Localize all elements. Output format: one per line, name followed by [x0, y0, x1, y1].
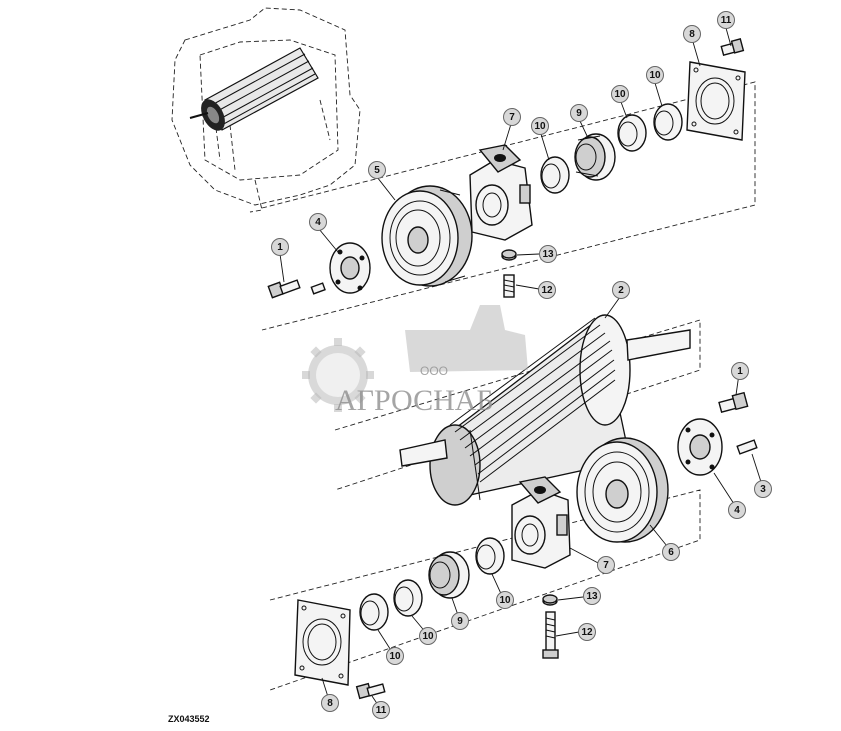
seal-part-10-upper-c — [540, 156, 570, 194]
callout-number: 2 — [618, 285, 624, 296]
callout-3: 3 — [754, 480, 772, 498]
callout-12: 12 — [578, 623, 596, 641]
bolt-part-12-upper — [503, 274, 515, 298]
callout-number: 1 — [277, 242, 283, 253]
seal-part-10-lower-a — [475, 537, 505, 575]
seal-part-10-lower-b — [393, 579, 423, 617]
callout-number: 7 — [603, 560, 609, 571]
callout-number: 11 — [721, 15, 732, 26]
bearing-part-9-upper — [574, 133, 616, 181]
callout-number: 4 — [315, 217, 321, 228]
watermark-company: АГРОСНАБ — [335, 384, 494, 417]
callout-number: 10 — [649, 70, 661, 81]
callout-13: 13 — [583, 587, 601, 605]
callout-12: 12 — [538, 281, 556, 299]
pulley-part-6 — [576, 437, 669, 543]
callout-8: 8 — [683, 25, 701, 43]
callout-8: 8 — [321, 694, 339, 712]
callout-10: 10 — [386, 647, 404, 665]
assembly-boundaries — [261, 81, 756, 691]
roller-part-2 — [399, 314, 691, 506]
callout-13: 13 — [539, 245, 557, 263]
hub-part-4-lower — [677, 418, 723, 476]
hub-part-4-upper — [329, 242, 371, 294]
bearing-housing-part-7-upper — [469, 144, 533, 241]
callout-5: 5 — [368, 161, 386, 179]
bolt-part-12-lower — [542, 611, 559, 659]
callout-11: 11 — [717, 11, 735, 29]
callout-1: 1 — [271, 238, 289, 256]
callout-number: 10 — [422, 631, 434, 642]
callout-number: 13 — [586, 591, 598, 602]
callout-number: 13 — [542, 249, 554, 260]
callout-number: 12 — [541, 285, 553, 296]
callout-4: 4 — [309, 213, 327, 231]
callout-number: 7 — [509, 112, 515, 123]
callout-number: 10 — [614, 89, 626, 100]
seal-part-10-upper-b — [617, 114, 647, 152]
callout-2: 2 — [612, 281, 630, 299]
bearing-housing-part-7-lower — [511, 476, 571, 569]
callout-11: 11 — [372, 701, 390, 719]
plate-part-8-lower — [294, 599, 351, 686]
callout-number: 6 — [668, 547, 674, 558]
callout-number: 9 — [457, 616, 463, 627]
callout-number: 10 — [499, 595, 511, 606]
bolt-part-11-lower — [355, 682, 386, 700]
callout-number: 8 — [327, 698, 333, 709]
callout-4: 4 — [728, 501, 746, 519]
callout-number: 10 — [389, 651, 401, 662]
pulley-part-5-upper — [381, 185, 473, 287]
callout-number: 12 — [581, 627, 593, 638]
callout-number: 11 — [376, 705, 387, 716]
callout-6: 6 — [662, 543, 680, 561]
callout-number: 9 — [576, 108, 582, 119]
callout-number: 4 — [734, 505, 740, 516]
callout-10: 10 — [496, 591, 514, 609]
callout-9: 9 — [451, 612, 469, 630]
figure-code: ZX043552 — [168, 714, 210, 724]
callout-number: 3 — [760, 484, 766, 495]
callout-number: 1 — [737, 366, 743, 377]
engine-inset-illustration — [171, 7, 361, 213]
plate-part-8-upper — [686, 61, 746, 141]
washer-part-13-lower — [542, 594, 558, 606]
bearing-part-9-lower — [428, 551, 470, 599]
seal-part-10-lower-c — [359, 593, 389, 631]
bolt-part-11-upper — [720, 38, 745, 57]
pin-part-3 — [736, 439, 758, 455]
callout-10: 10 — [419, 627, 437, 645]
callout-9: 9 — [570, 104, 588, 122]
callout-10: 10 — [646, 66, 664, 84]
callout-1: 1 — [731, 362, 749, 380]
callout-10: 10 — [531, 117, 549, 135]
seal-part-10-upper-a — [653, 103, 683, 141]
callout-number: 10 — [534, 121, 546, 132]
callout-10: 10 — [611, 85, 629, 103]
callout-number: 8 — [689, 29, 695, 40]
callout-number: 5 — [374, 165, 380, 176]
bolt-part-1-upper — [267, 279, 301, 299]
callout-7: 7 — [597, 556, 615, 574]
engine-roller-icon — [189, 47, 319, 131]
watermark-prefix: ООО — [420, 364, 448, 378]
bolt-part-1-lower — [718, 391, 749, 414]
washer-part-13-upper — [501, 249, 517, 261]
watermark-logo: ООО АГРОСНАБ — [302, 305, 528, 417]
callout-7: 7 — [503, 108, 521, 126]
pin-upper — [310, 282, 326, 295]
